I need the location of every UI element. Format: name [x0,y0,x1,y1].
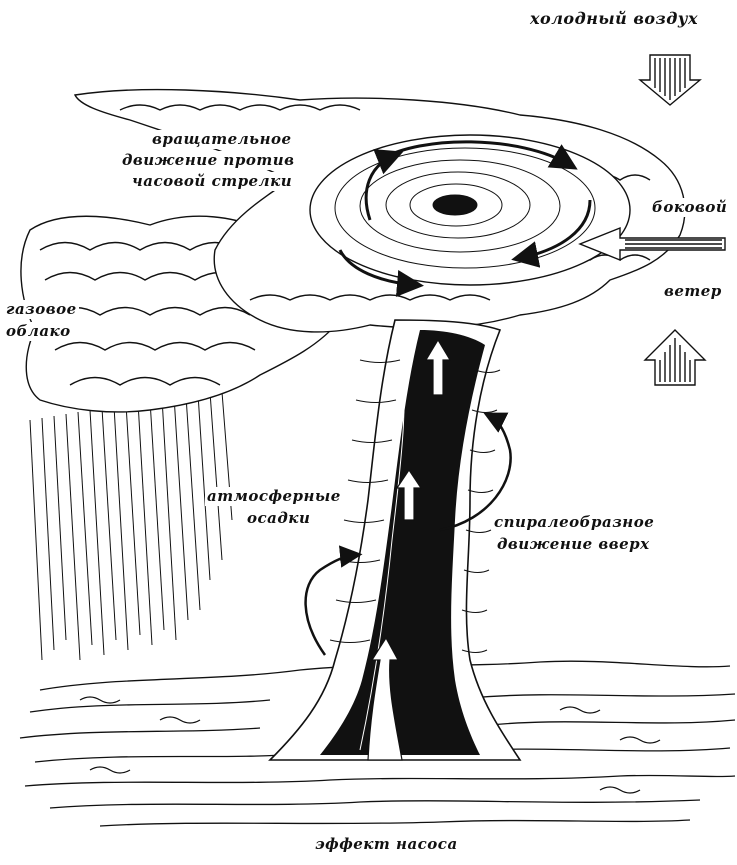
rotation-label-line-2: движение против [120,151,296,170]
precipitation-label-line-2: осадки [245,509,312,528]
rotating-vortex [310,135,630,285]
funnel-column [270,320,520,760]
gas-cloud-label-line-2: облако [4,322,73,341]
rotation-label-line-1: вращательное [150,130,294,149]
spiral-label-line-1: спиралеобразное [492,513,656,532]
cold-air-label: холодный воздух [528,9,700,28]
precipitation-label-line-1: атмосферные [205,487,343,506]
pump-effect-label: эффект насоса [315,835,458,854]
rotation-label-line-3: часовой стрелки [130,172,294,191]
cold-air-down-arrow [640,55,700,105]
gas-cloud-label-line-1: газовое [4,300,79,319]
precipitation-streaks [30,392,232,660]
spiral-label-line-2: движение вверх [495,535,652,554]
side-wind-label-line-2: ветер [662,282,724,301]
warm-air-up-arrow [645,330,705,385]
side-wind-label-line-1: боковой [650,198,729,217]
